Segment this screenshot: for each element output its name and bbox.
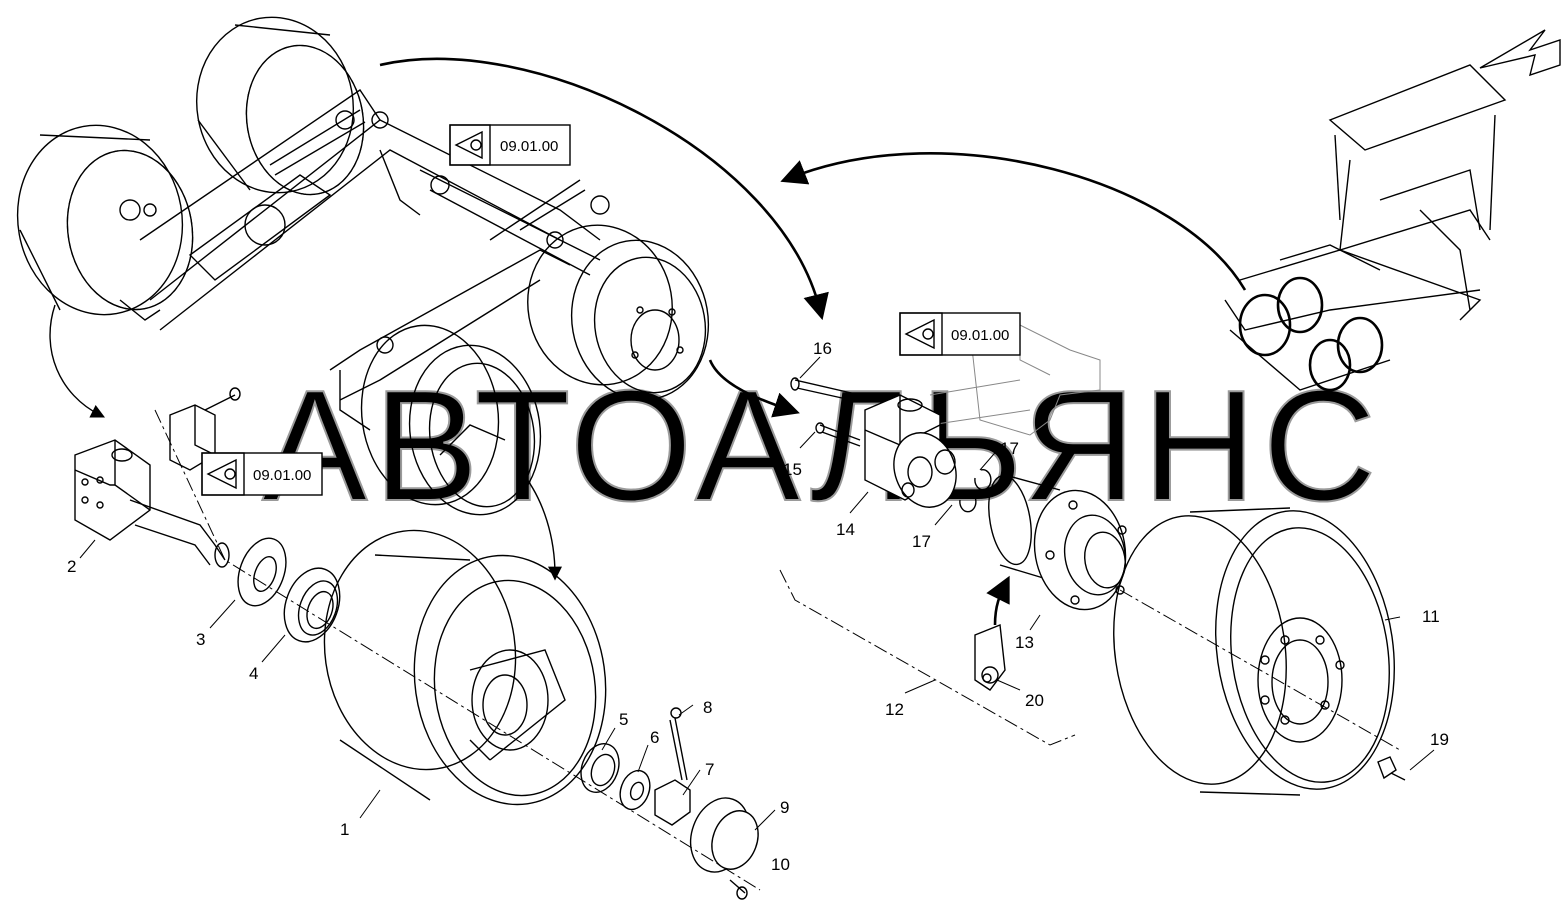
part-label-14: 14 — [836, 520, 855, 539]
hub-assembly — [790, 324, 1127, 691]
part-label-17b: 17 — [912, 532, 931, 551]
part-label-1: 1 — [340, 820, 349, 839]
watermark: АВТОАЛЬЯНС — [262, 358, 1382, 534]
part-label-12: 12 — [885, 700, 904, 719]
hub-small-parts — [580, 707, 759, 900]
part-label-19: 19 — [1430, 730, 1449, 749]
part-label-4: 4 — [249, 664, 258, 683]
washer-and-bearing — [237, 537, 341, 643]
part-label-7: 7 — [705, 760, 714, 779]
part-label-2: 2 — [67, 557, 76, 576]
part-label-17a: 17 — [1000, 439, 1019, 458]
rear-wheel — [1113, 507, 1406, 796]
reference-box-mid: 09.01.00 — [899, 312, 1021, 356]
assembly-group-line — [779, 569, 1076, 746]
part-label-16: 16 — [813, 339, 832, 358]
paver-machine — [1224, 29, 1561, 392]
reference-box-top: 09.01.00 — [449, 124, 571, 166]
reference-code-top: 09.01.00 — [500, 138, 558, 155]
leader-lines — [79, 356, 1435, 831]
part-labels: 1 2 3 4 5 6 7 8 9 10 11 12 13 14 15 16 1… — [67, 339, 1449, 874]
part-label-9: 9 — [780, 798, 789, 817]
reference-code-mid: 09.01.00 — [951, 327, 1009, 344]
part-label-8: 8 — [703, 698, 712, 717]
direction-arrows — [49, 57, 1247, 626]
axle-assembly-top — [16, 16, 710, 516]
center-line-right — [1119, 589, 1401, 751]
part-label-5: 5 — [619, 710, 628, 729]
part-label-15: 15 — [783, 460, 802, 479]
part-label-20: 20 — [1025, 691, 1044, 710]
part-label-3: 3 — [196, 630, 205, 649]
reference-code-left: 09.01.00 — [253, 467, 311, 484]
part-label-6: 6 — [650, 728, 659, 747]
part-label-11: 11 — [1422, 607, 1440, 626]
reference-box-left: 09.01.00 — [201, 452, 323, 496]
part-label-13: 13 — [1015, 633, 1034, 652]
part-label-10: 10 — [771, 855, 790, 874]
front-wheel — [323, 529, 607, 806]
